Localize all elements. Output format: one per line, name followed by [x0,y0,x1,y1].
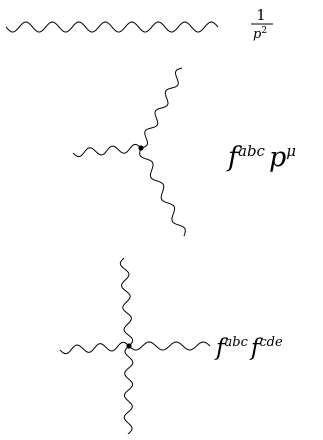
propagator-rule: 1 p2 [5,6,273,42]
propagator-denominator: p2 [253,26,267,42]
four-vertex-lower-gluon [123,345,134,435]
three-vertex-lower-gluon [139,147,186,237]
three-vertex-upper-gluon [140,67,183,149]
propagator-gluon-line [5,21,219,33]
four-vertex-upper-gluon [119,257,134,347]
propagator-numerator: 1 [256,6,266,24]
four-vertex-right-gluon [128,341,211,351]
three-vertex-dot [138,145,144,151]
three-vertex-left-gluon [72,143,142,158]
four-vertex-dot [126,343,132,349]
four-vertex-left-gluon [59,341,130,355]
